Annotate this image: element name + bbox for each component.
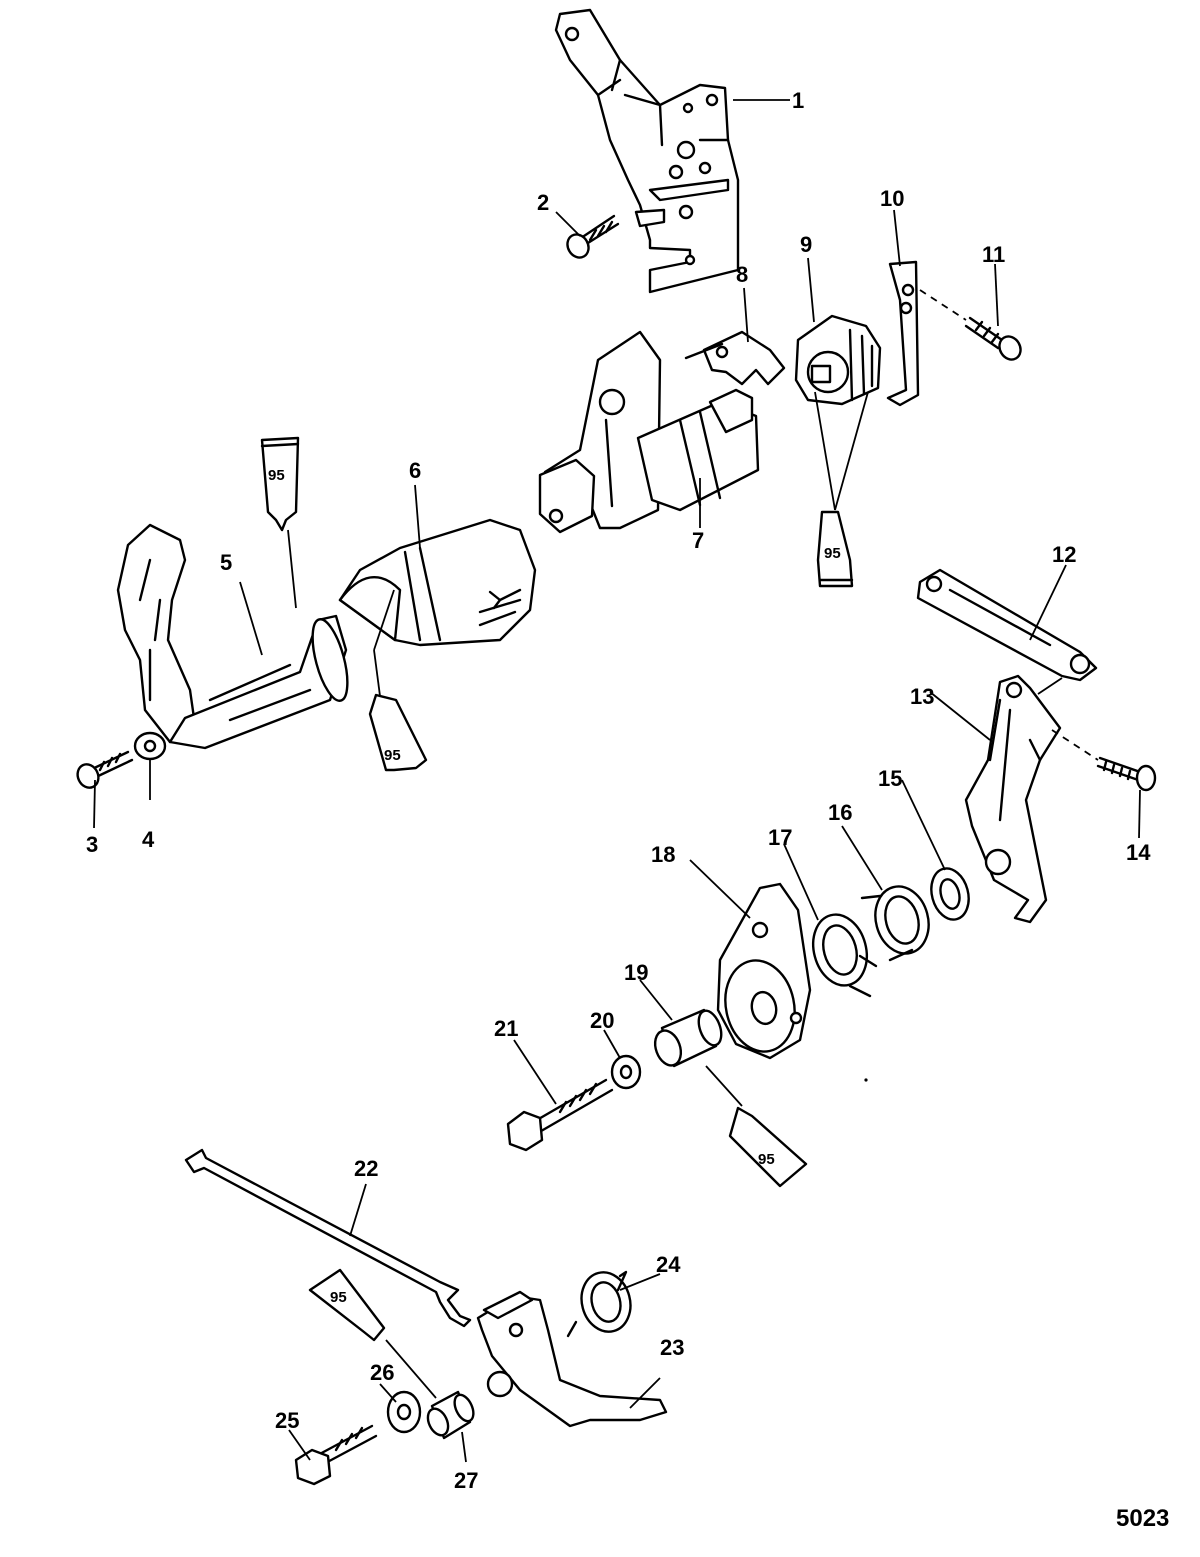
callout-16: 16 (828, 800, 852, 825)
callout-3: 3 (86, 832, 98, 857)
callout-5: 5 (220, 550, 232, 575)
part-23-lever (476, 1290, 668, 1428)
callout-25: 25 (275, 1408, 299, 1433)
part-16-spring (860, 885, 930, 962)
lubricant-tube-4: 95 (728, 1106, 808, 1188)
callout-15: 15 (878, 766, 902, 791)
part-21-bolt (506, 1078, 614, 1152)
part-15-washer (930, 867, 970, 921)
stray-dot (864, 1078, 868, 1082)
part-5-lever (116, 523, 349, 750)
callout-19: 19 (624, 960, 648, 985)
part-6-cover (338, 518, 537, 647)
part-11-screw (964, 316, 1022, 361)
lubricant-tube-2: 95 (368, 693, 428, 772)
lubricant-label: 95 (268, 467, 285, 484)
callout-13: 13 (910, 684, 934, 709)
part-12-link (916, 568, 1098, 682)
part-1-bracket (554, 8, 740, 294)
part-14-screw (1096, 756, 1157, 792)
callout-11: 11 (982, 242, 1005, 267)
callout-10: 10 (880, 186, 904, 211)
part-9-bushing (794, 314, 882, 406)
callout-20: 20 (590, 1008, 614, 1033)
lubricant-label: 95 (330, 1289, 347, 1306)
callout-24: 24 (656, 1252, 681, 1277)
part-4-washer (133, 731, 167, 761)
figure-number: 5023 (1116, 1505, 1169, 1532)
lubricant-tube-1: 95 (260, 436, 300, 532)
leader-lines (93, 99, 1141, 1463)
callout-23: 23 (660, 1335, 684, 1360)
lubricant-tube-3: 95 (816, 510, 854, 588)
part-25-bolt (294, 1424, 378, 1486)
part-10-strap (886, 260, 920, 407)
callout-2: 2 (537, 190, 549, 215)
lubricant-label: 95 (758, 1151, 775, 1168)
part-18-cam (716, 882, 812, 1060)
callout-26: 26 (370, 1360, 394, 1385)
part-20-washer (610, 1054, 642, 1090)
part-8-clip (684, 330, 786, 386)
part-3-screw (76, 750, 134, 789)
callout-12: 12 (1052, 542, 1076, 567)
lubricant-label: 95 (384, 747, 401, 764)
part-19-bushing (653, 1008, 723, 1068)
callout-numbers: 1 2 3 4 5 6 7 8 9 10 11 12 13 14 15 16 1… (86, 88, 1151, 1493)
callout-18: 18 (651, 842, 675, 867)
part-7-shaft (538, 330, 760, 534)
callout-14: 14 (1126, 840, 1151, 865)
callout-22: 22 (354, 1156, 378, 1181)
callout-21: 21 (494, 1016, 518, 1041)
part-27-bushing (426, 1390, 475, 1440)
callout-17: 17 (768, 825, 792, 850)
part-22-rod (184, 1148, 472, 1328)
callout-4: 4 (142, 827, 155, 852)
lubricant-label: 95 (824, 545, 841, 562)
callout-6: 6 (409, 458, 421, 483)
part-2-screw (566, 214, 620, 259)
part-17-spring (812, 913, 878, 998)
part-24-spring (566, 1270, 632, 1338)
part-13-arm (964, 674, 1062, 924)
callout-27: 27 (454, 1468, 478, 1493)
callout-8: 8 (736, 262, 748, 287)
callout-7: 7 (692, 528, 704, 553)
callout-1: 1 (792, 88, 804, 113)
callout-9: 9 (800, 232, 812, 257)
lubricant-tube-5: 95 (308, 1268, 386, 1342)
